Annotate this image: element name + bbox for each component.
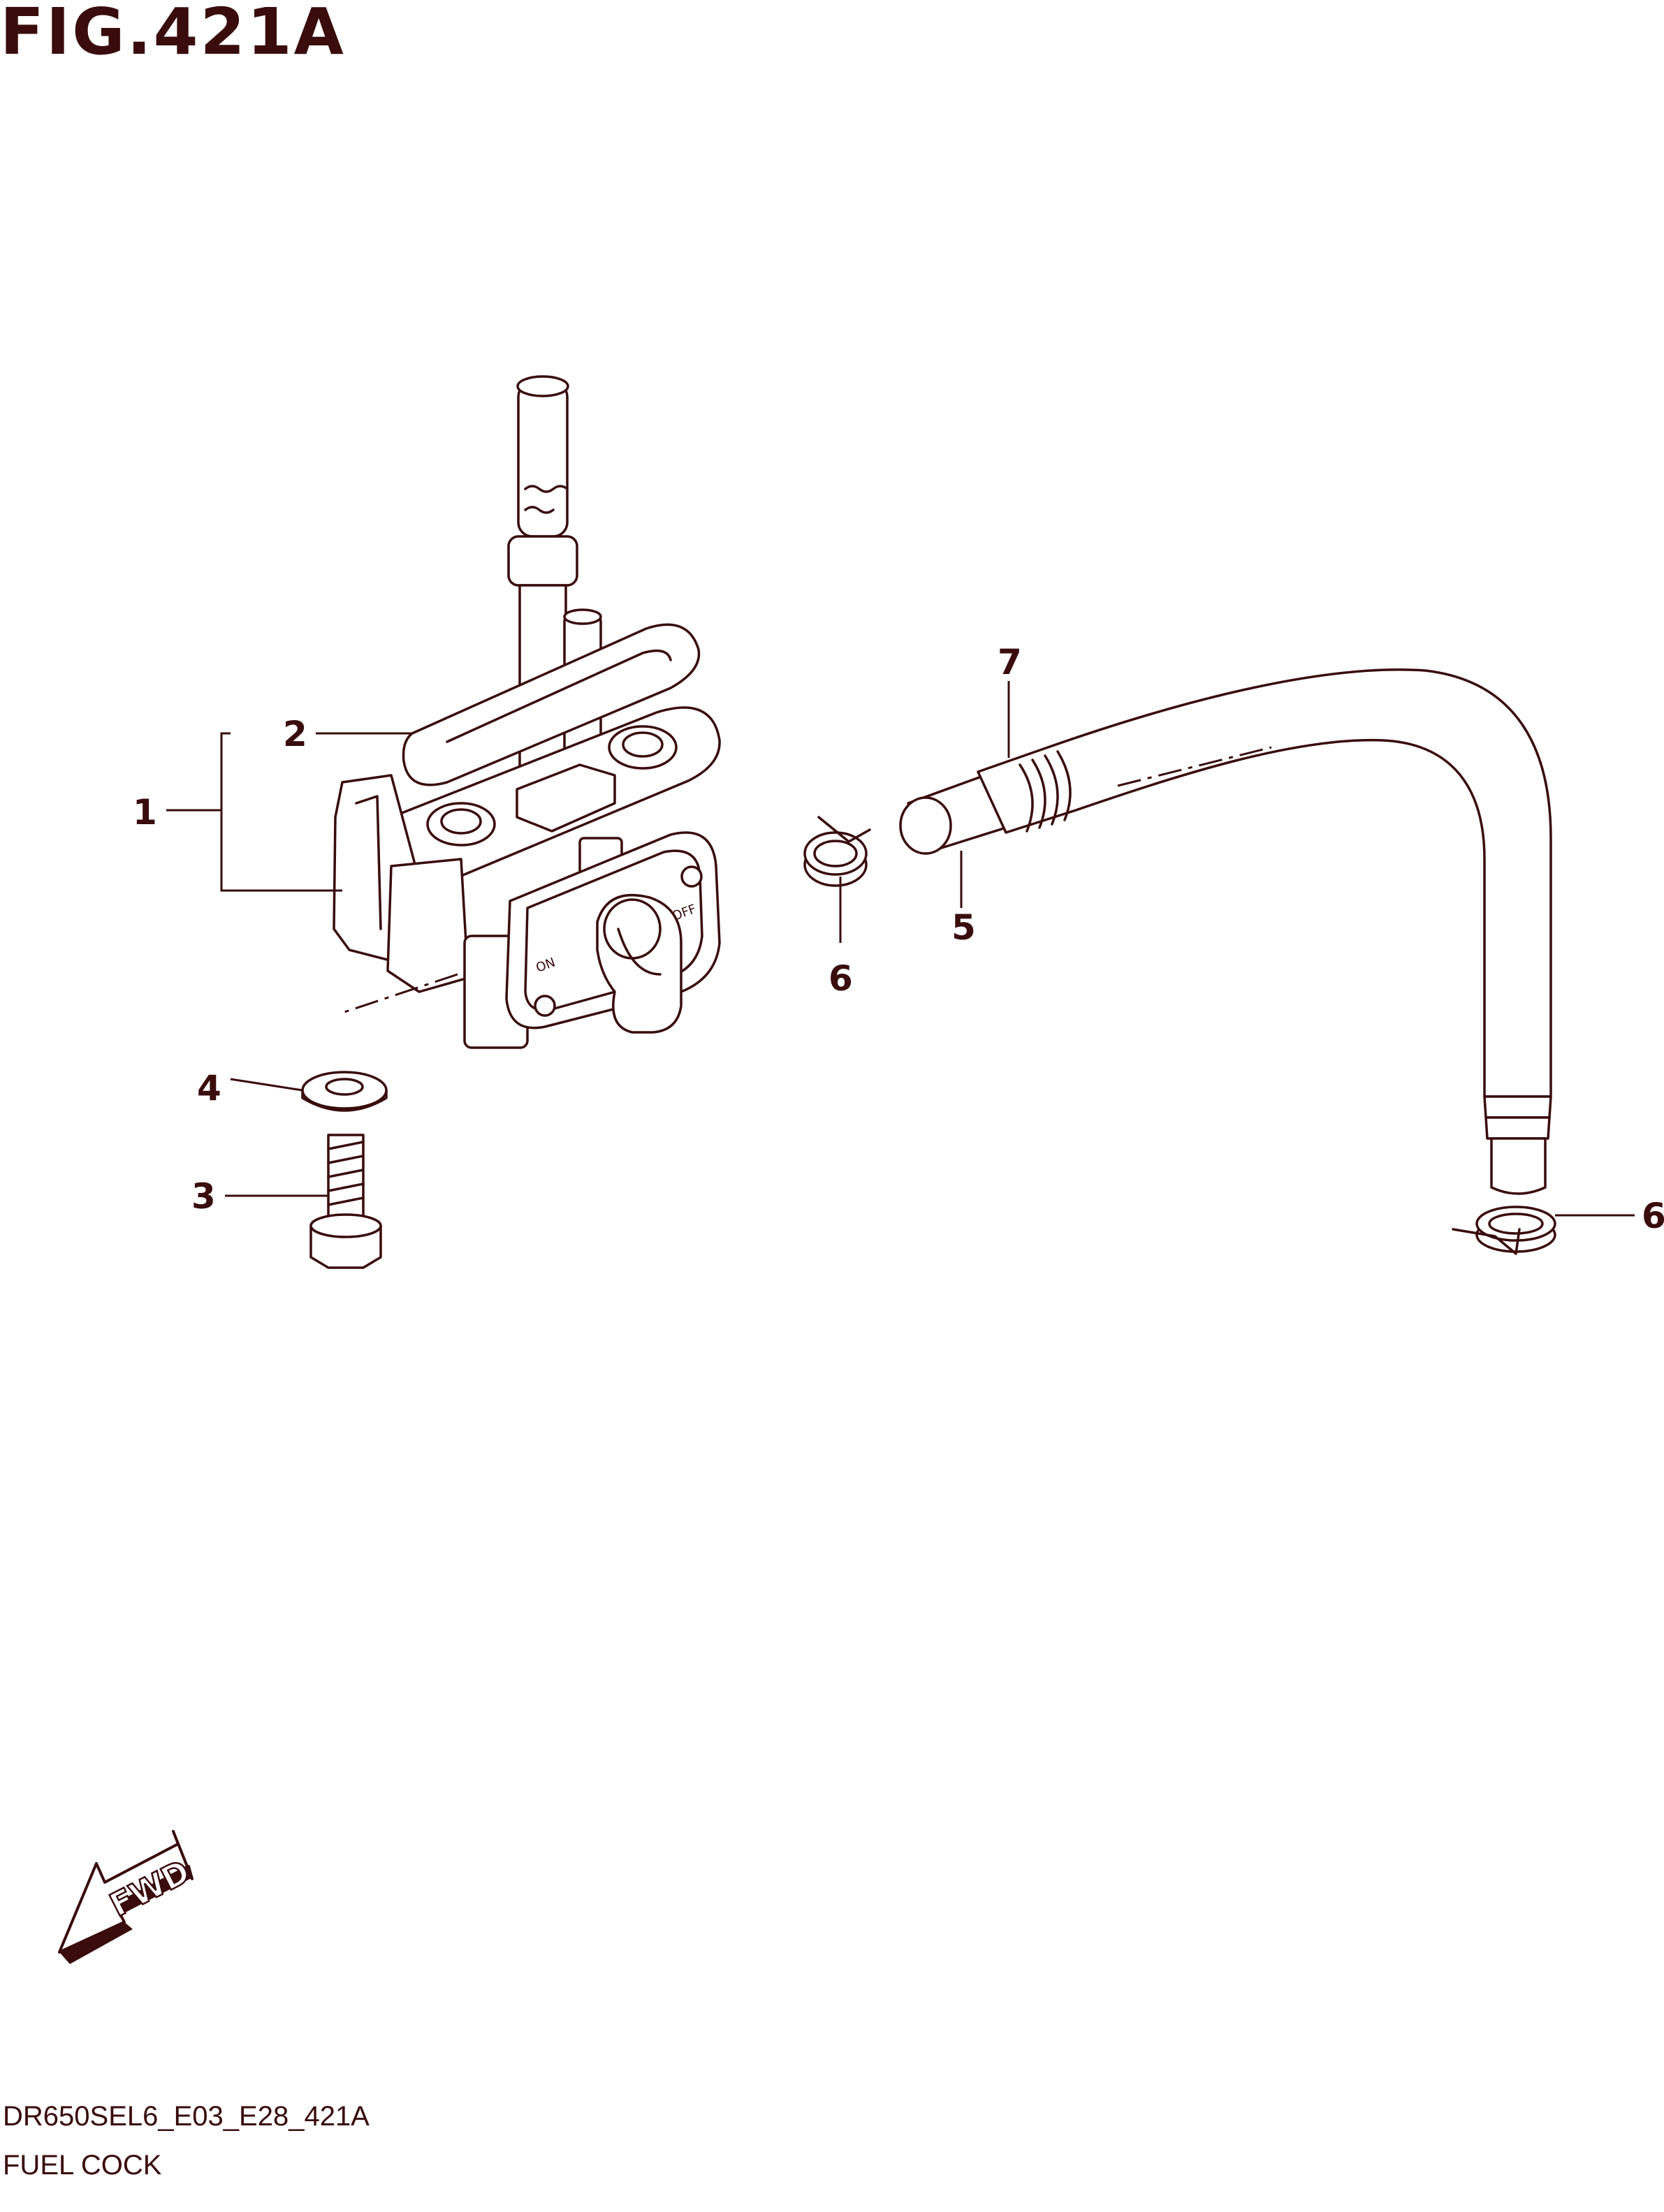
callout-2: 2 <box>283 714 307 754</box>
callout-4: 4 <box>197 1068 221 1108</box>
hose-clamp-upper <box>803 816 871 887</box>
callout-7: 7 <box>998 642 1022 682</box>
bolt <box>309 1134 382 1269</box>
diagram-code: DR650SEL6_E03_E28_421A <box>3 2101 370 2132</box>
fuel-hose <box>977 668 1552 1195</box>
hose-clamp-lower <box>1452 1206 1556 1255</box>
washer <box>301 1071 388 1112</box>
figure-title: FIG.421A <box>0 0 346 69</box>
callout-1: 1 <box>133 792 157 833</box>
callout-5: 5 <box>951 907 976 948</box>
fuel-cock-assembly: ON OFF <box>333 375 721 1049</box>
callout-6-upper: 6 <box>829 958 853 999</box>
fwd-arrow-icon: FWD <box>58 1830 196 1964</box>
diagram-name: FUEL COCK <box>3 2150 162 2181</box>
callout-3: 3 <box>191 1176 216 1217</box>
callout-6-lower: 6 <box>1642 1196 1664 1236</box>
